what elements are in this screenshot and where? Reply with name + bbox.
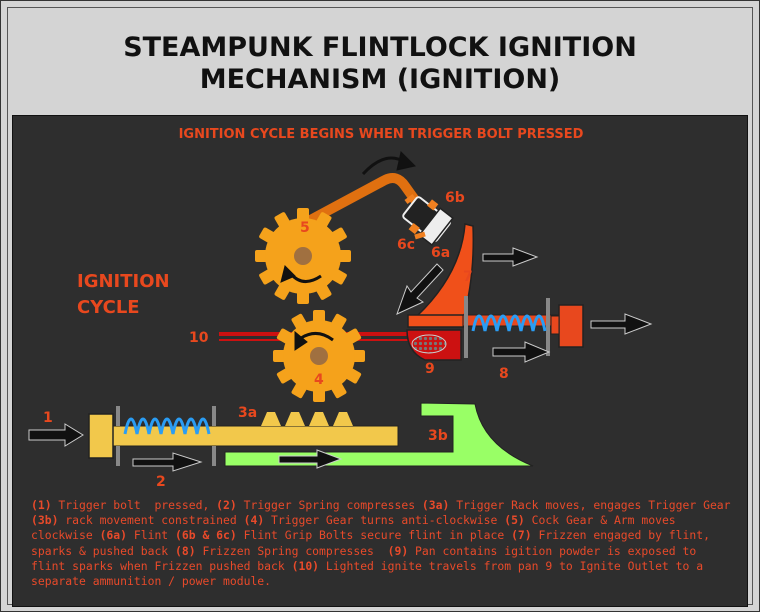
desc-key: (5) — [504, 513, 525, 528]
flint — [418, 207, 454, 246]
arrows — [28, 151, 653, 472]
frizzen-spring — [471, 314, 547, 332]
banner-text: IGNITION CYCLE BEGINS WHEN TRIGGER BOLT … — [179, 127, 584, 142]
arrow-2 — [132, 452, 203, 472]
stop-a-bottom — [116, 446, 120, 466]
desc-key: (6a) — [99, 528, 128, 543]
desc-text: rack movement constrained — [58, 513, 244, 528]
side-label-line-2: CYCLE — [77, 297, 140, 318]
stop-a-top — [116, 406, 120, 426]
desc-key: (2) — [216, 498, 237, 512]
label-6c: 6c — [397, 237, 415, 253]
desc-text: Trigger Spring compresses — [236, 498, 422, 512]
arrow-8 — [492, 341, 551, 363]
arc-arrow-top-head — [396, 151, 416, 171]
desc-text: Flint Grip Bolts secure flint in place — [236, 528, 512, 543]
desc-key: (6b & 6c) — [175, 528, 237, 543]
label-7: 7 — [463, 269, 473, 285]
description-text: (1) Trigger bolt pressed, (2) Trigger Sp… — [31, 498, 731, 589]
desc-text: Trigger Rack moves, engages Trigger Gear — [449, 498, 738, 512]
desc-text: Frizzen Spring compresses — [195, 543, 388, 558]
desc-text: Trigger Gear turns anti-clockwise — [264, 513, 505, 528]
label-3b: 3b — [428, 428, 448, 444]
arc-arrow-4-head — [294, 330, 308, 351]
spring-stop-left — [464, 296, 468, 358]
desc-key: (9) — [387, 543, 409, 558]
rack-teeth — [261, 412, 353, 426]
desc-key: (8) — [175, 543, 196, 558]
frizzen-end-cap — [558, 304, 584, 348]
label-2: 2 — [156, 474, 166, 490]
desc-text: Cock Gear & Arm moves clockwise — [31, 513, 683, 543]
desc-text: Frizzen engaged by flint, sparks & pushe… — [31, 528, 717, 558]
desc-text: Trigger bolt pressed, — [51, 498, 217, 512]
arrow-7 — [482, 247, 539, 267]
label-10: 10 — [189, 330, 209, 346]
label-8: 8 — [499, 366, 509, 382]
powder-mesh — [411, 334, 447, 354]
desc-text: Flint — [127, 528, 176, 543]
label-6a: 6a — [431, 245, 450, 261]
desc-key: (4) — [243, 513, 265, 528]
cock-arm — [300, 173, 430, 229]
side-label-line-1: IGNITION — [77, 271, 170, 292]
flint-grip-bolt-6b — [404, 194, 416, 204]
mechanism-diagram: IGNITION CYCLE BEGINS WHEN TRIGGER BOLT … — [28, 127, 653, 490]
diagram-panel: IGNITION CYCLE BEGINS WHEN TRIGGER BOLT … — [12, 115, 748, 607]
desc-key: (1) — [31, 498, 52, 512]
label-3a: 3a — [238, 405, 257, 421]
arrow-down — [396, 263, 444, 315]
label-9: 9 — [425, 361, 435, 377]
label-6b: 6b — [445, 190, 465, 206]
trigger-gear — [273, 310, 365, 402]
trigger-bolt-head — [88, 413, 114, 459]
rack-constraint — [224, 402, 534, 467]
desc-text: Lighted ignite travels from pan 9 to Ign… — [31, 558, 710, 589]
desc-key: (7) — [511, 528, 532, 543]
flint-grip-bolt-6c — [414, 231, 426, 240]
page-title: STEAMPUNK FLINTLOCK IGNITION MECHANISM (… — [0, 32, 760, 96]
title-line-2: MECHANISM (IGNITION) — [199, 64, 561, 95]
title-line-1: STEAMPUNK FLINTLOCK IGNITION — [123, 32, 637, 63]
desc-key: (3a) — [421, 498, 450, 512]
label-5: 5 — [300, 220, 310, 236]
trigger-spring — [123, 417, 211, 435]
label-1: 1 — [43, 410, 53, 426]
arc-arrow-5-head — [280, 265, 296, 283]
arrow-3b — [278, 449, 343, 469]
label-4: 4 — [314, 372, 324, 388]
stop-b-top — [212, 406, 216, 426]
frizzen-end-nut — [550, 315, 560, 335]
arrow-1 — [28, 423, 84, 447]
flint-holder — [402, 196, 454, 246]
arrow-out — [590, 313, 653, 335]
arc-arrow-4 — [300, 332, 334, 342]
desc-key: (3b) — [31, 513, 59, 528]
stop-b-bottom — [212, 446, 216, 466]
desc-key: (10) — [291, 558, 320, 573]
spring-stop-right — [546, 298, 550, 356]
frizzen-foot — [407, 314, 467, 328]
desc-text: Pan contains igition powder is exposed t… — [31, 543, 704, 573]
